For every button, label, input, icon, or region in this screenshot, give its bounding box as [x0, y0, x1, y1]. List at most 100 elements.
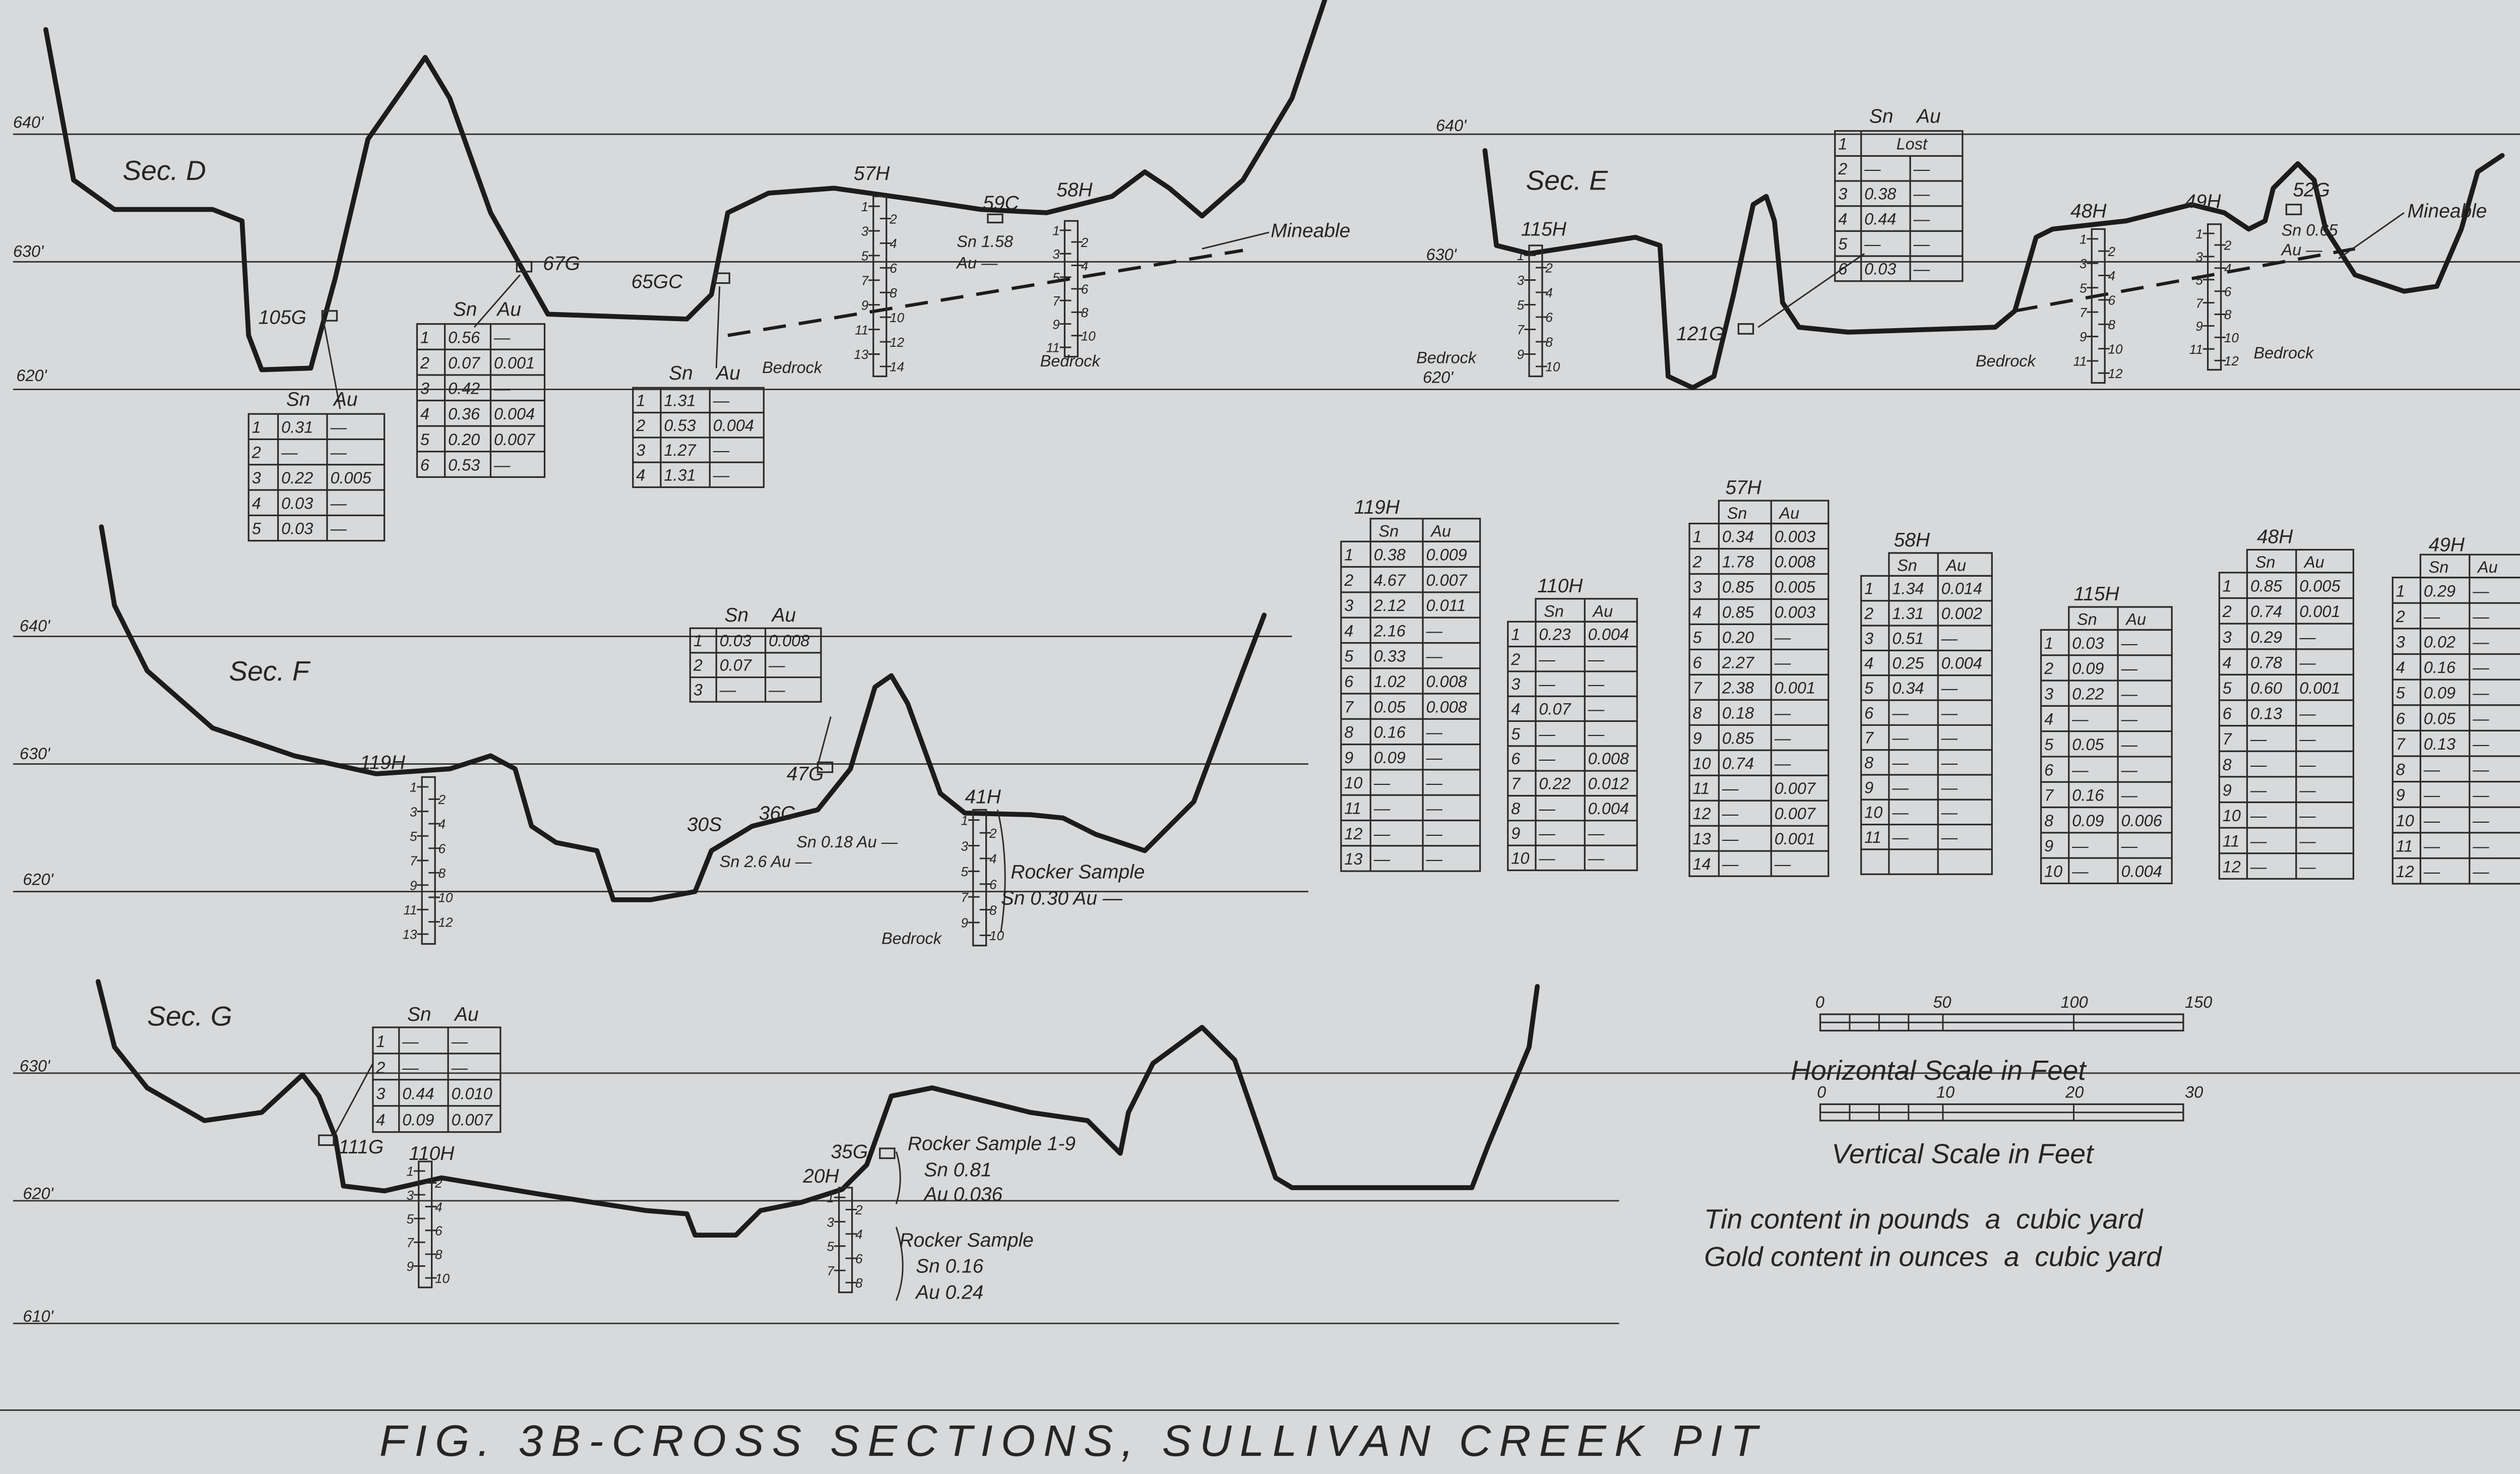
- row-number: 4: [1838, 210, 1847, 228]
- sample-pit-marker: [516, 261, 533, 273]
- depth-label: 7: [861, 274, 869, 288]
- table-title: 49H: [2429, 534, 2465, 556]
- au-value: —: [1913, 260, 1930, 278]
- column-header: Sn: [407, 1004, 431, 1025]
- sn-value: —: [1892, 804, 1909, 822]
- row-number: 1: [1344, 546, 1353, 564]
- depth-label: 6: [890, 262, 897, 276]
- au-value: —: [2472, 582, 2489, 600]
- sample-pit-marker: [816, 761, 834, 773]
- sn-value: —: [1373, 825, 1391, 843]
- depth-label: 2: [2224, 239, 2232, 253]
- table-row: 12——: [1344, 820, 1443, 846]
- table-row: 2——: [1510, 646, 1605, 671]
- depth-label: 7: [827, 1264, 835, 1278]
- hole-label: 115H: [1521, 218, 1567, 240]
- au-value: —: [1426, 622, 1443, 640]
- row-number: 8: [2396, 761, 2405, 779]
- depth-label: 8: [989, 903, 997, 917]
- sn-value: 0.42: [448, 380, 480, 398]
- sn-value: —: [2423, 837, 2440, 855]
- row-number: 4: [2044, 710, 2053, 728]
- depth-label: 2: [1545, 262, 1553, 276]
- row-number: 8: [2044, 812, 2053, 830]
- depth-label: 10: [435, 1272, 450, 1286]
- row-number: 10: [1344, 774, 1362, 792]
- mineable-line: [2014, 247, 2356, 313]
- au-value: 0.003: [1775, 603, 1815, 621]
- row-number: 10: [1692, 754, 1711, 772]
- au-value: 0.001: [494, 354, 535, 372]
- au-value: —: [1588, 650, 1605, 668]
- elevation-grid: [13, 133, 2520, 1324]
- pit-label: 30S: [687, 814, 722, 836]
- column-header: Sn: [1378, 522, 1399, 540]
- depth-label: 3: [1517, 274, 1525, 288]
- depth-label: 13: [854, 348, 868, 362]
- column-header: Au: [2477, 558, 2498, 576]
- depth-label: 7: [410, 854, 418, 869]
- row-number: 14: [1692, 855, 1711, 873]
- scale-tick: 100: [2061, 993, 2088, 1011]
- scale-caption: Vertical Scale in Feet: [1832, 1138, 2095, 1169]
- au-value: —: [2121, 710, 2138, 728]
- depth-label: 1: [961, 814, 968, 828]
- au-value: —: [1941, 729, 1958, 747]
- table-row: 6——: [2044, 756, 2138, 782]
- depth-label: 9: [861, 298, 868, 313]
- depth-label: 10: [890, 311, 904, 325]
- row-number: 7: [1692, 679, 1703, 697]
- row-number: 5: [252, 520, 262, 538]
- sample-pit-marker: [321, 310, 338, 322]
- pit-label: 121G: [1676, 323, 1724, 345]
- sn-value: —: [2423, 786, 2440, 804]
- au-value: —: [1941, 828, 1958, 846]
- au-value: —: [1588, 700, 1605, 718]
- bedrock-label: Bedrock: [2253, 344, 2314, 362]
- sn-value: 0.60: [2250, 679, 2282, 697]
- sn-value: 0.16: [2072, 786, 2104, 805]
- column-header: Au: [1778, 504, 1799, 522]
- column-header: Au: [2303, 553, 2324, 571]
- table-title: 57H: [1725, 477, 1761, 499]
- row-number: 5: [2044, 735, 2054, 754]
- column-header: Sn: [1897, 557, 1917, 575]
- row-number: 2: [1864, 604, 1873, 623]
- au-value: 0.005: [330, 469, 371, 487]
- au-value: —: [451, 1059, 468, 1077]
- elevation-label: 640': [20, 617, 51, 635]
- au-value: —: [1588, 675, 1605, 693]
- row-number: 3: [636, 441, 645, 459]
- au-value: —: [1426, 850, 1443, 868]
- sn-value: 1.31: [664, 466, 696, 484]
- depth-label: 4: [1545, 286, 1552, 300]
- au-value: —: [2299, 857, 2316, 876]
- au-value: 0.004: [1588, 800, 1629, 818]
- merged-cell: Lost: [1897, 135, 1928, 153]
- row-number: 3: [1511, 675, 1520, 693]
- table-row: 6—0.008: [1511, 746, 1629, 771]
- row-number: 5: [1511, 725, 1521, 743]
- depth-label: 5: [961, 865, 969, 879]
- row-number: 11: [2396, 837, 2413, 855]
- scale-tick: 0: [1817, 1083, 1826, 1101]
- scale-tick: 0: [1815, 993, 1824, 1011]
- assay-text: Sn 0.65: [2282, 221, 2339, 239]
- row-number: 2: [1692, 553, 1702, 571]
- row-number: 6: [1344, 672, 1354, 691]
- depth-label: 1: [2195, 227, 2202, 241]
- table-row: 10—0.004: [2044, 858, 2162, 884]
- au-value: 0.008: [1775, 553, 1815, 571]
